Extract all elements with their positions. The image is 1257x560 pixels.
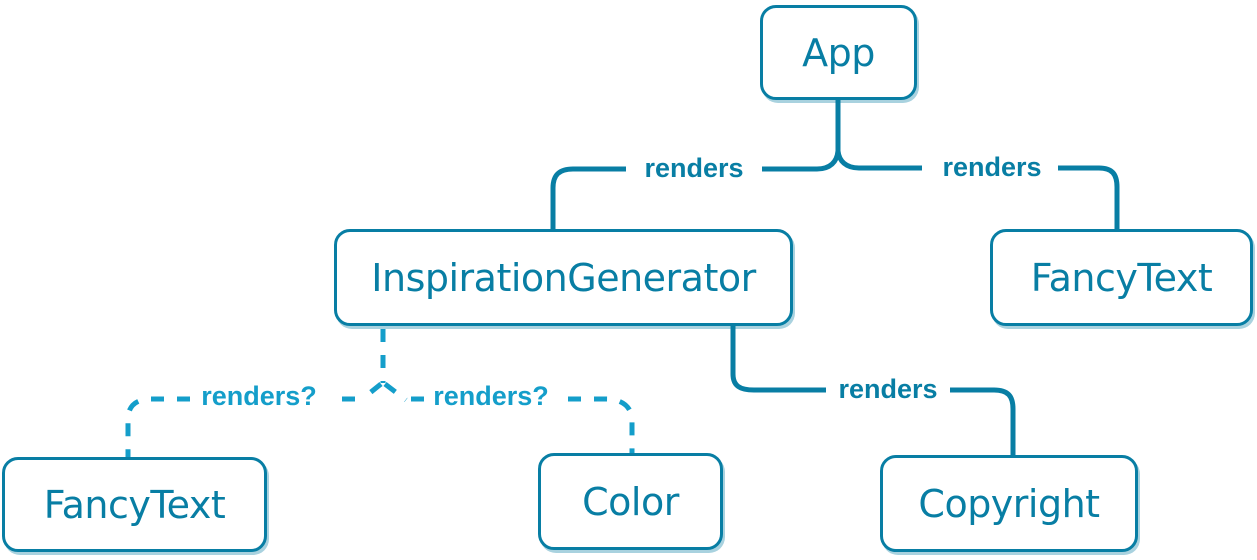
node-label: Color bbox=[582, 479, 679, 524]
edge-inspirationgenerator-to-fancytext-dashed bbox=[125, 329, 386, 457]
node-label: Copyright bbox=[918, 481, 1100, 526]
node-label: InspirationGenerator bbox=[371, 255, 756, 300]
edge-inspirationgenerator-to-color-dashed bbox=[383, 382, 635, 454]
edge-label-renders: renders bbox=[639, 153, 749, 185]
node-color: Color bbox=[538, 453, 723, 550]
node-label: App bbox=[802, 30, 875, 75]
node-inspiration-generator: InspirationGenerator bbox=[334, 229, 793, 326]
edge-label-renders-maybe: renders? bbox=[196, 381, 322, 413]
node-fancy-text-bottom: FancyText bbox=[2, 457, 267, 552]
edge-inspirationgenerator-to-copyright bbox=[730, 326, 1016, 456]
edge-label-renders: renders bbox=[833, 374, 943, 406]
node-copyright: Copyright bbox=[880, 455, 1138, 552]
edge-app-to-fancytext bbox=[835, 150, 1120, 231]
edge-label-renders-maybe: renders? bbox=[428, 381, 554, 413]
node-fancy-text-top: FancyText bbox=[990, 229, 1253, 326]
node-app: App bbox=[760, 5, 917, 100]
edge-label-renders: renders bbox=[937, 152, 1047, 184]
node-label: FancyText bbox=[1030, 255, 1213, 300]
node-label: FancyText bbox=[43, 482, 226, 527]
